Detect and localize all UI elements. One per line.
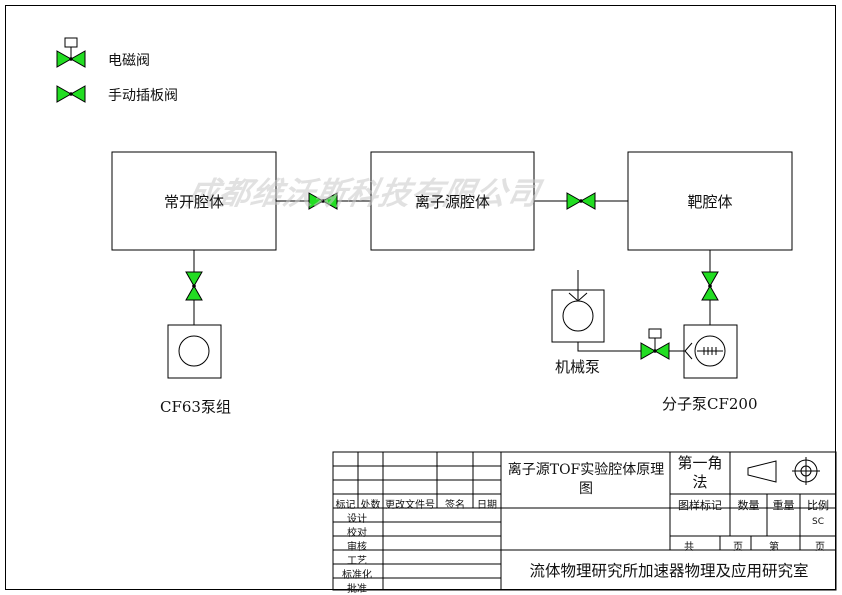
- organization-name: 流体物理研究所加速器物理及应用研究室: [529, 562, 809, 580]
- rev-header-count: 处数: [360, 500, 381, 511]
- attr-header-scale: 比例: [807, 499, 829, 512]
- scale-value: SC: [812, 517, 824, 527]
- role-review: 审核: [347, 542, 367, 553]
- valve-molecular-manual-icon: [701, 271, 719, 301]
- rev-header-mark: 标记: [335, 500, 356, 511]
- molecular-pump-icon: [684, 335, 726, 367]
- cf63-pump-icon: [178, 335, 210, 367]
- sheet-unit-label-2: 页: [815, 542, 825, 553]
- legend-manual-valve-icon: [56, 85, 86, 103]
- chamber-ion-source-box: [370, 151, 535, 251]
- role-proofread: 校对: [347, 528, 367, 539]
- cf63-pump-label: CF63泵组: [160, 398, 231, 416]
- valve-solenoid-icon: [640, 328, 670, 360]
- mechanical-pump-icon: [562, 270, 594, 332]
- valve-cf63-manual-icon: [185, 271, 203, 301]
- sheet-unit-label: 页: [733, 542, 743, 553]
- valve-right-manual-icon: [566, 192, 596, 210]
- attr-header-weight: 重量: [772, 499, 795, 512]
- sheet-no-label: 第: [769, 542, 779, 553]
- first-angle-projection-icon: [747, 457, 820, 485]
- drawing-title: 离子源TOF实验腔体原理图: [507, 462, 665, 497]
- chamber-normally-open-label: 常开腔体: [163, 193, 224, 211]
- chamber-normally-open-box: [111, 151, 277, 251]
- legend-manual-label: 手动插板阀: [108, 88, 178, 104]
- mechanical-pump-label: 机械泵: [555, 358, 601, 376]
- role-process: 工艺: [347, 556, 367, 567]
- rev-header-sign: 签名: [445, 500, 465, 511]
- role-approve: 批准: [347, 584, 367, 595]
- sheet-total-label: 共: [684, 542, 694, 553]
- legend-solenoid-label: 电磁阀: [108, 53, 150, 69]
- molecular-pump-label: 分子泵CF200: [662, 395, 758, 413]
- title-block-grid: [332, 451, 837, 591]
- rev-header-docno: 更改文件号: [385, 500, 435, 511]
- chamber-target-label: 靶腔体: [687, 193, 733, 211]
- legend-solenoid-valve-icon: [56, 37, 86, 68]
- projection-label: 第一角法: [677, 454, 723, 491]
- chamber-ion-source-label: 离子源腔体: [414, 193, 490, 211]
- attr-header-mark: 图样标记: [678, 499, 722, 512]
- attr-header-qty: 数量: [737, 499, 760, 512]
- chamber-target-box: [627, 151, 793, 251]
- role-design: 设计: [347, 514, 367, 525]
- role-standardize: 标准化: [342, 570, 372, 581]
- rev-header-date: 日期: [477, 500, 497, 511]
